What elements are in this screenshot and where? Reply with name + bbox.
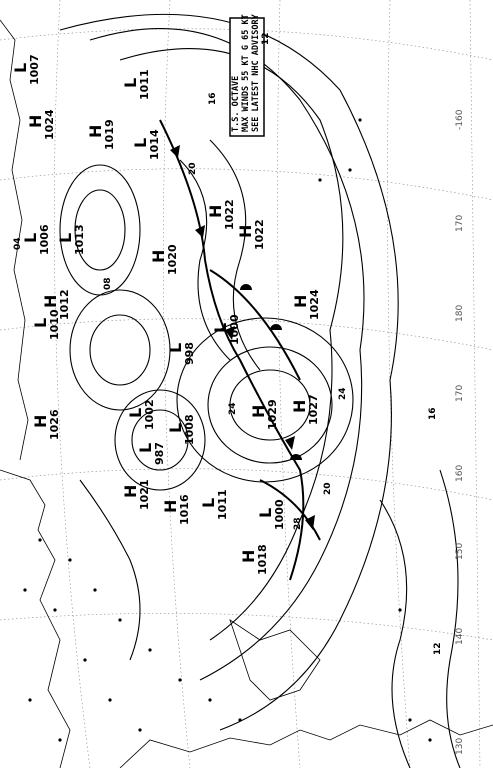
center-pressure: 1019 bbox=[103, 119, 116, 150]
isobar-labels: 12 16 20 24 28 04 08 12 16 20 24 bbox=[13, 32, 443, 655]
isobar-label: 20 bbox=[323, 482, 333, 495]
center-type: H bbox=[31, 415, 50, 428]
center-pressure: 987 bbox=[153, 442, 166, 465]
center-pressure: 1012 bbox=[58, 289, 71, 320]
center-type: H bbox=[149, 250, 168, 263]
center-type: L bbox=[121, 78, 140, 88]
center-type: L bbox=[166, 423, 185, 433]
isobar-label: 24 bbox=[228, 402, 238, 415]
longitude-labels: -160 170 180 170 160 150 140 130 bbox=[455, 109, 465, 755]
lon-label: 130 bbox=[455, 738, 465, 755]
lon-label: 180 bbox=[455, 305, 465, 322]
center-type: H bbox=[26, 115, 45, 128]
center-type: H bbox=[239, 550, 258, 563]
lon-label: -160 bbox=[455, 109, 465, 130]
center-type: L bbox=[136, 443, 155, 453]
center-pressure: 1002 bbox=[143, 399, 156, 430]
center-pressure: 1011 bbox=[216, 489, 229, 520]
center-type: H bbox=[290, 400, 309, 413]
lon-label: 150 bbox=[455, 543, 465, 560]
isobar-label: 24 bbox=[338, 387, 348, 400]
isobar-label: 08 bbox=[103, 277, 113, 290]
center-pressure: 1022 bbox=[253, 219, 266, 250]
center-pressure: 1007 bbox=[28, 54, 41, 85]
front-symbols bbox=[170, 145, 315, 530]
station-plots bbox=[23, 118, 432, 742]
isobar-label: 04 bbox=[13, 237, 23, 250]
isobar-label: 16 bbox=[208, 92, 218, 105]
center-pressure: 1021 bbox=[138, 479, 151, 510]
advisory-box: T.S. OCTAVE MAX WINDS 55 KT G 65 KT SEE … bbox=[229, 13, 265, 137]
center-type: L bbox=[56, 233, 75, 243]
center-type: L bbox=[11, 63, 30, 73]
center-type: H bbox=[161, 500, 180, 513]
lon-label: 170 bbox=[455, 385, 465, 402]
center-pressure: 1013 bbox=[73, 224, 86, 255]
center-pressure: 1020 bbox=[166, 244, 179, 275]
center-pressure: 1026 bbox=[48, 409, 61, 440]
center-type: H bbox=[291, 295, 310, 308]
coastline bbox=[0, 19, 493, 768]
center-type: L bbox=[131, 138, 150, 148]
center-type: H bbox=[86, 125, 105, 138]
advisory-line-1: T.S. OCTAVE bbox=[231, 76, 241, 132]
center-pressure: 1000 bbox=[273, 499, 286, 530]
isobar-label: 12 bbox=[261, 32, 271, 45]
lon-label: 160 bbox=[455, 465, 465, 482]
center-pressure: 1006 bbox=[38, 224, 51, 255]
isobar-label: 28 bbox=[293, 517, 303, 530]
center-type: H bbox=[121, 485, 140, 498]
advisory-line-2: MAX WINDS 55 KT G 65 KT bbox=[241, 14, 251, 132]
center-type: L bbox=[126, 408, 145, 418]
center-pressure: 1018 bbox=[256, 544, 269, 575]
isobar-label: 16 bbox=[428, 407, 438, 420]
lon-label: 140 bbox=[455, 628, 465, 645]
center-pressure: 1010 bbox=[48, 309, 61, 340]
center-type: H bbox=[249, 405, 268, 418]
center-type: L bbox=[21, 233, 40, 243]
isobar-label: 12 bbox=[433, 642, 443, 655]
fronts bbox=[159, 119, 321, 581]
center-pressure: 1000 bbox=[228, 314, 241, 345]
center-pressure: 1024 bbox=[308, 289, 321, 320]
center-pressure: 1011 bbox=[138, 69, 151, 100]
center-pressure: 1029 bbox=[266, 399, 279, 430]
center-type: H bbox=[41, 295, 60, 308]
center-type: H bbox=[206, 205, 225, 218]
isobar-label: 20 bbox=[188, 162, 198, 175]
center-type: L bbox=[31, 318, 50, 328]
center-type: L bbox=[199, 498, 218, 508]
center-pressure: 1024 bbox=[43, 109, 56, 140]
center-pressure: 1008 bbox=[183, 414, 196, 445]
center-type: L bbox=[166, 343, 185, 353]
center-pressure: 998 bbox=[183, 342, 196, 365]
advisory-line-3: SEE LATEST NHC ADVISORY bbox=[251, 13, 261, 132]
lon-label: 170 bbox=[455, 215, 465, 232]
center-pressure: 1027 bbox=[307, 394, 320, 425]
center-pressure: 1016 bbox=[178, 494, 191, 525]
center-pressure: 1014 bbox=[148, 129, 161, 160]
center-type: H bbox=[236, 225, 255, 238]
center-pressure: 1022 bbox=[223, 199, 236, 230]
center-type: L bbox=[211, 323, 230, 333]
center-type: L bbox=[256, 508, 275, 518]
